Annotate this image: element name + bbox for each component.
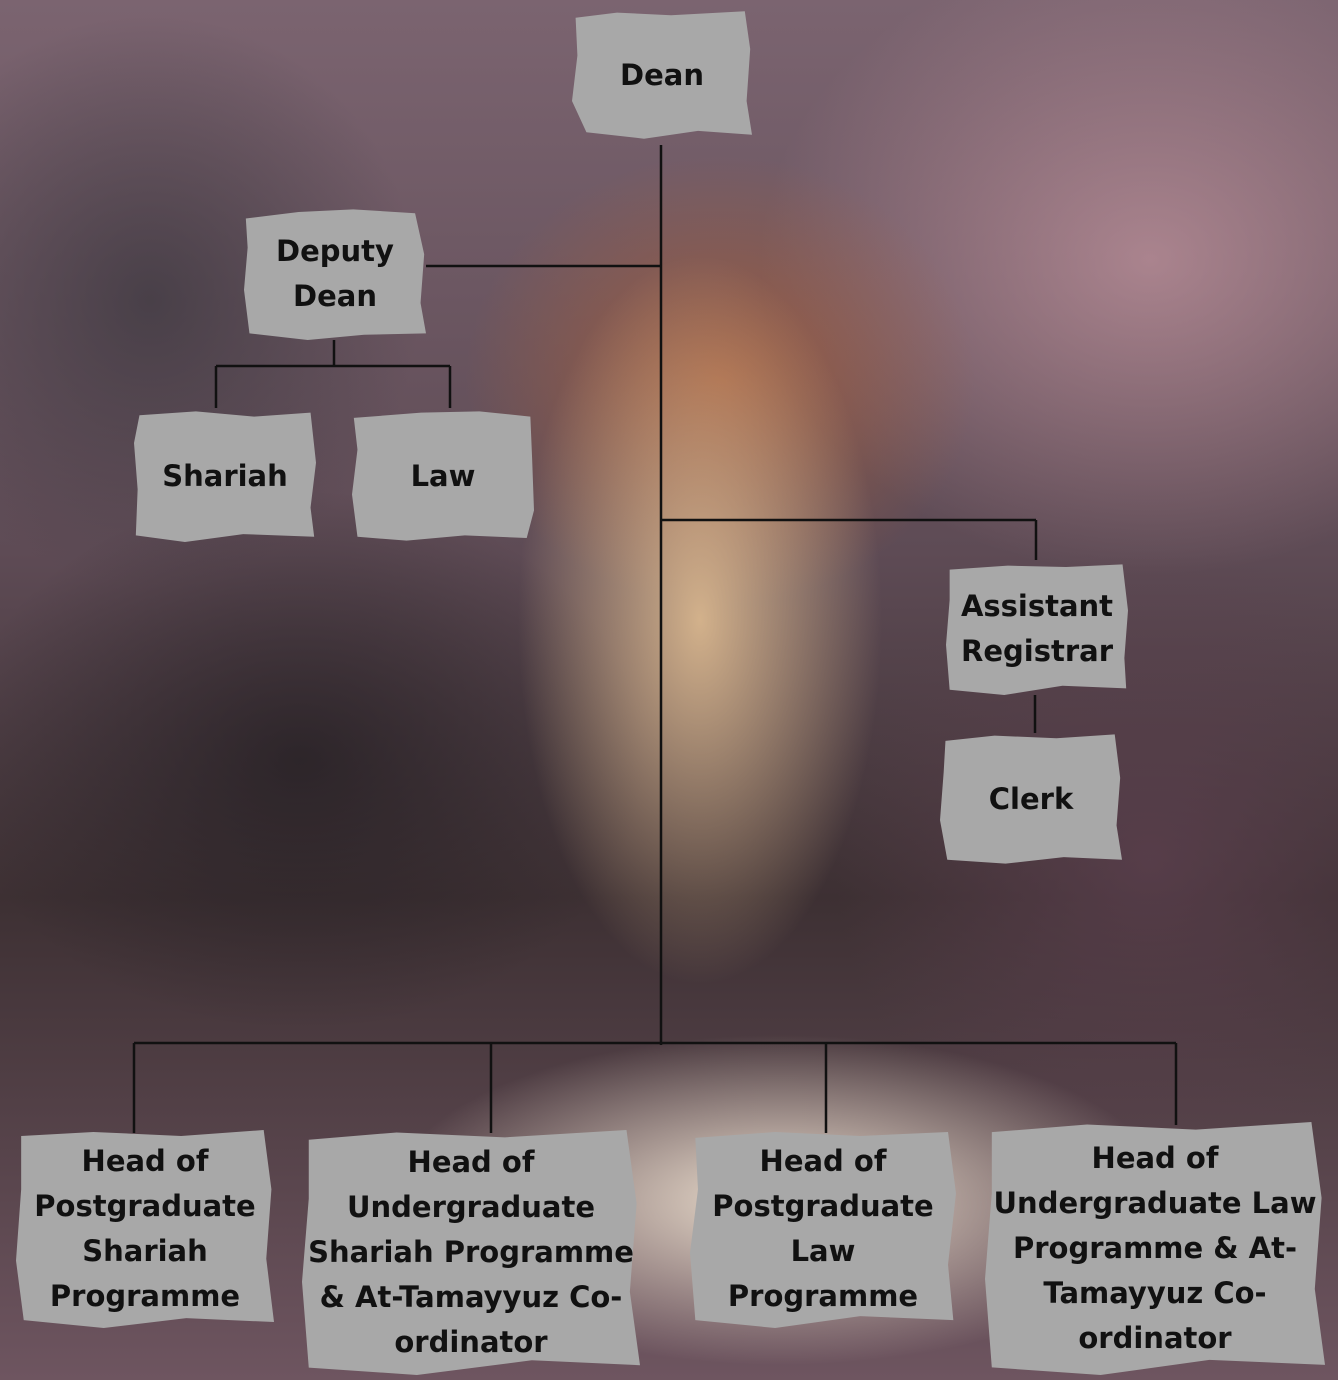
node-head-pg-shariah: Head of Postgraduate Shariah Programme: [16, 1130, 274, 1328]
node-clerk: Clerk: [940, 734, 1122, 864]
node-head-ug-shariah: Head of Undergraduate Shariah Programme …: [302, 1130, 640, 1375]
node-head-ug-law: Head of Undergraduate Law Programme & At…: [985, 1122, 1325, 1375]
node-head-pg-law: Head of Postgraduate Law Programme: [690, 1131, 956, 1328]
node-dean: Dean: [572, 11, 752, 139]
node-head-pg-law-label: Head of Postgraduate Law Programme: [712, 1144, 934, 1313]
node-head-pg-shariah-label: Head of Postgraduate Shariah Programme: [34, 1144, 256, 1313]
node-assistant-registrar-label: Assistant Registrar: [960, 589, 1114, 668]
node-head-ug-law-label: Head of Undergraduate Law Programme & At…: [993, 1141, 1317, 1355]
node-law-label: Law: [410, 458, 476, 493]
node-assistant-registrar: Assistant Registrar: [946, 564, 1128, 695]
node-dean-label: Dean: [620, 57, 704, 92]
node-head-ug-shariah-label: Head of Undergraduate Shariah Programme …: [308, 1145, 634, 1359]
node-deputy-dean-label: Deputy Dean: [276, 234, 394, 313]
node-shariah-label: Shariah: [162, 458, 288, 493]
node-clerk-label: Clerk: [988, 781, 1074, 816]
node-law: Law: [352, 411, 534, 541]
node-shariah: Shariah: [134, 411, 316, 542]
node-deputy-dean: Deputy Dean: [244, 209, 426, 340]
